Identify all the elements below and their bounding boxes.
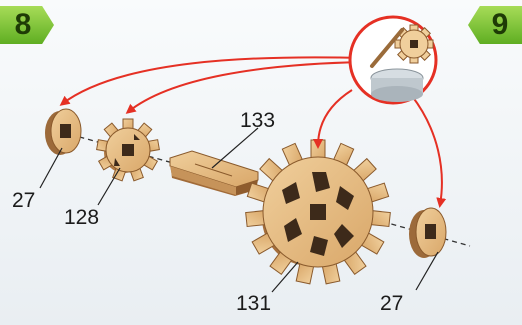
part-label-disk-right: 27 — [380, 292, 404, 315]
glue-arrows — [59, 56, 447, 208]
part-label-connector: 133 — [240, 109, 276, 132]
step-number-badge: 8 — [0, 6, 54, 44]
arrow-to-large-gear — [313, 89, 353, 149]
small-gear — [96, 118, 160, 182]
arrow-to-small-gear — [125, 61, 366, 114]
spacer-disk-left — [45, 108, 82, 155]
label-leader-lines — [39, 127, 439, 293]
glue-brush-icon — [370, 28, 404, 68]
arrow-to-disk-right — [411, 95, 447, 208]
callout-gear-icon — [394, 24, 434, 64]
part-label-small-gear: 128 — [64, 206, 100, 229]
spacer-disk-right — [409, 207, 447, 258]
glue-callout — [348, 15, 438, 105]
arrow-to-disk-left — [59, 56, 366, 106]
large-gear — [245, 139, 391, 285]
part-label-disk-left: 27 — [12, 189, 36, 212]
connector-piece — [169, 150, 259, 196]
next-step-badge: 9 — [468, 6, 522, 44]
part-label-large-gear: 131 — [236, 292, 272, 315]
